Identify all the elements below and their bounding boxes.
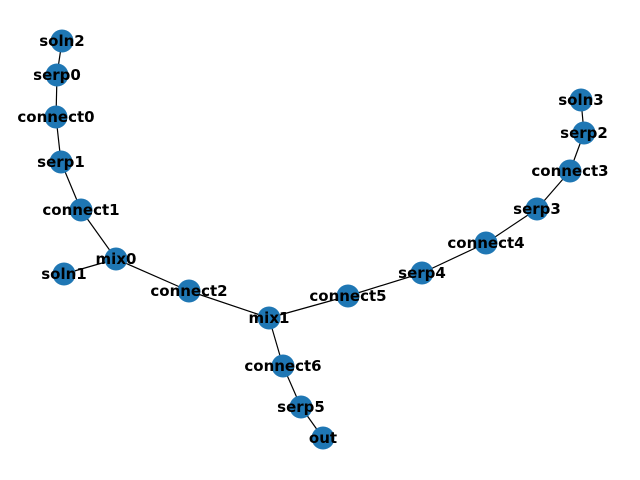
node-serp0	[45, 63, 69, 87]
node-soln2	[50, 29, 74, 53]
node-layer	[44, 29, 596, 450]
node-connect3	[558, 159, 582, 183]
node-connect2	[177, 279, 201, 303]
node-label-connect3: connect3	[531, 162, 608, 180]
node-label-connect1: connect1	[42, 201, 119, 219]
node-serp2	[572, 121, 596, 145]
edge-connect2-mix1	[188, 290, 270, 319]
node-label-connect5: connect5	[309, 287, 386, 305]
node-serp3	[525, 197, 549, 221]
node-serp5	[289, 395, 313, 419]
node-label-serp3: serp3	[513, 200, 561, 218]
node-serp1	[49, 150, 73, 174]
node-label-connect4: connect4	[447, 234, 524, 252]
node-connect6	[271, 354, 295, 378]
node-label-soln3: soln3	[558, 91, 604, 109]
node-label-connect2: connect2	[150, 282, 227, 300]
node-label-serp0: serp0	[33, 66, 81, 84]
node-connect4	[474, 231, 498, 255]
edge-mix0-connect2	[115, 258, 190, 292]
node-label-serp2: serp2	[560, 124, 608, 142]
node-connect5	[336, 284, 360, 308]
node-mix0	[104, 247, 128, 271]
node-label-serp5: serp5	[277, 398, 325, 416]
node-label-connect0: connect0	[17, 108, 94, 126]
node-label-soln2: soln2	[39, 32, 85, 50]
node-label-serp1: serp1	[37, 153, 85, 171]
edge-connect5-serp4	[347, 272, 423, 297]
node-mix1	[257, 306, 281, 330]
node-connect1	[69, 198, 93, 222]
label-layer: soln2 serp0 connect0 serp1 connect1 mix0 soln1…	[17, 32, 608, 447]
node-label-out: out	[309, 429, 337, 447]
node-label-connect6: connect6	[244, 357, 321, 375]
node-serp4	[410, 261, 434, 285]
node-label-soln1: soln1	[41, 265, 87, 283]
node-out	[311, 426, 335, 450]
edge-serp4-connect4	[421, 242, 487, 274]
node-label-mix0: mix0	[96, 250, 137, 268]
node-soln1	[52, 262, 76, 286]
node-label-mix1: mix1	[249, 309, 290, 327]
node-soln3	[569, 88, 593, 112]
node-connect0	[44, 105, 68, 129]
node-label-serp4: serp4	[398, 264, 446, 282]
edge-mix1-connect5	[268, 295, 349, 319]
